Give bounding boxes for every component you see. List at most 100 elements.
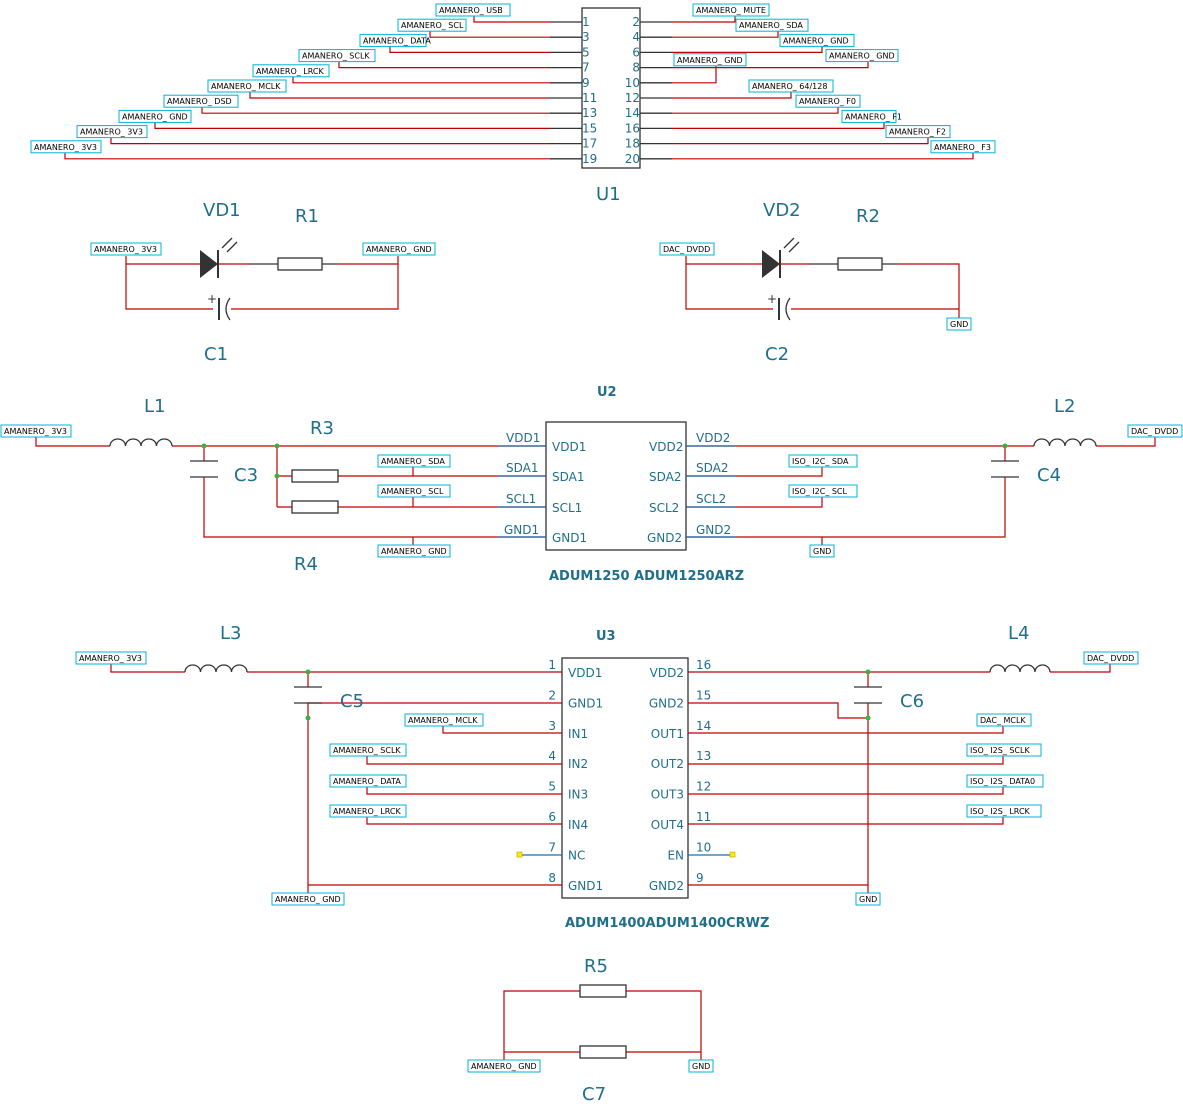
u1-right-wire: [672, 16, 736, 23]
u3-adum1400: U3 ADUM1400ADUM1400CRWZ VDD11VDD216GND12…: [75, 623, 1139, 931]
c5-ref: C5: [340, 691, 364, 712]
u3-left-pin-number: 7: [548, 840, 556, 854]
inductor-l2: [1033, 438, 1097, 447]
u1-right-net-label: AMANERO_ 64/128: [752, 82, 827, 91]
resistor-r5: [579, 984, 627, 998]
inductor-l4: [989, 664, 1051, 673]
u3-label-sclk: AMANERO_ SCLK: [333, 746, 401, 755]
u3-label-gnd2: GND: [859, 895, 877, 904]
c3-ref: C3: [234, 465, 258, 486]
u3-left-pin-name: NC: [568, 848, 585, 862]
u3-left-pin-name: IN4: [568, 818, 588, 832]
u2-label-sda: AMANERO_ SDA: [381, 457, 445, 466]
u1-left-net-label: AMANERO_ SCLK: [302, 52, 370, 61]
u1-right-wire: [672, 107, 839, 114]
u1-left-wire: [110, 137, 550, 145]
u3-label-iso-sclk: ISO_ I2S_ SCLK: [970, 746, 1030, 755]
u1-pin-number: 5: [582, 45, 590, 59]
u3-right-pin-number: 15: [696, 688, 711, 702]
u3-left-pin-number: 8: [548, 871, 556, 885]
u1-left-net-label: AMANERO_ GND: [122, 112, 188, 121]
u3-label-gnd: AMANERO_ GND: [275, 895, 341, 904]
led2-net-gnd: GND: [950, 320, 968, 329]
u1-right-net-label: AMANERO_ SDA: [739, 21, 803, 30]
u3-body: [561, 657, 689, 899]
bottom-label-amanero-gnd: AMANERO_ GND: [471, 1062, 537, 1071]
u3-right-pin-number: 9: [696, 871, 704, 885]
u1-left-wire: [292, 76, 550, 84]
u1-right-net-label: AMANERO_ F0: [799, 97, 856, 106]
u3-right-pin-name: OUT2: [651, 757, 684, 771]
led1-net-gnd: AMANERO_ GND: [366, 245, 432, 254]
u1-left-wire: [473, 16, 550, 23]
u3-right-pin-name: VDD2: [650, 666, 684, 680]
u2-net-scl2: SCL2: [696, 492, 726, 506]
u3-label-dac-mclk: DAC_ MCLK: [980, 716, 1026, 725]
u1-pin-number: 16: [625, 121, 640, 135]
led2-net-dvdd: DAC_ DVDD: [663, 245, 710, 254]
c2-ref: C2: [765, 344, 789, 365]
u1-left-net-label: AMANERO_ MCLK: [211, 82, 281, 91]
capacitor-c7: [579, 1045, 627, 1059]
u1-left-wire: [338, 61, 550, 69]
u1-pin-number: 8: [632, 61, 640, 75]
u3-left-pin-number: 5: [548, 780, 556, 794]
u1-right-wire: [672, 61, 869, 69]
u1-right-wire: [672, 31, 779, 38]
u2-part-number: ADUM1250 ADUM1250ARZ: [549, 569, 744, 584]
resistor-r3: [291, 469, 339, 483]
u2-adum1250: U2 ADUM1250 ADUM1250ARZ VDD1 SDA1 SCL1 G…: [0, 385, 1183, 584]
u3-right-pin-number: 12: [696, 780, 711, 794]
u1-left-net-label: AMANERO_ 3V3: [80, 128, 143, 137]
u3-left-pin-name: IN1: [568, 727, 588, 741]
u1-left-wire: [154, 122, 550, 129]
u3-label-3v3: AMANERO_ 3V3: [79, 654, 142, 663]
u3-left-pin-name: VDD1: [568, 666, 602, 680]
u2-label-iso-sda: ISO_ I2C_ SDA: [792, 457, 849, 466]
u1-right-net-label: AMANERO_ MUTE: [696, 6, 766, 15]
u3-label-dvdd: DAC_ DVDD: [1087, 654, 1134, 663]
u1-pin-number: 19: [582, 152, 597, 166]
resistor-r1: [277, 257, 323, 271]
r2-ref: R2: [856, 206, 880, 227]
u1-right-wire: [672, 137, 929, 145]
u1-pin-number: 3: [582, 30, 590, 44]
u2-net-vdd2: VDD2: [696, 431, 730, 445]
u1-pin-number: 13: [582, 106, 597, 120]
u2-label-dvdd: DAC_ DVDD: [1131, 427, 1178, 436]
u2-body: [545, 421, 687, 551]
u1-pin-number: 12: [625, 91, 640, 105]
u3-right-pin-number: 11: [696, 810, 711, 824]
u3-left-pin-number: 3: [548, 719, 556, 733]
u1-right-wire: [672, 152, 974, 160]
u1-left-wire: [201, 107, 550, 114]
u1-body: [581, 7, 641, 169]
u1-pin-number: 1: [582, 15, 590, 29]
l2-ref: L2: [1054, 396, 1075, 417]
u1-pin-number: 2: [632, 15, 640, 29]
u2-pin-gnd2: GND2: [647, 531, 682, 545]
c1-ref: C1: [204, 344, 228, 365]
u3-label-iso-lrck: ISO_ I2S_ LRCK: [970, 807, 1031, 816]
u2-net-vdd1: VDD1: [506, 431, 540, 445]
u1-wires: [64, 16, 974, 160]
u1-right-net-label: AMANERO_ GND: [677, 56, 743, 65]
u1-left-net-label: AMANERO_ DATA: [363, 36, 431, 45]
u3-right-pin-number: 13: [696, 749, 711, 763]
u3-left-pin-number: 2: [548, 688, 556, 702]
c6-ref: C6: [900, 691, 924, 712]
u3-pin-list: VDD11VDD216GND12GND215IN13OUT114IN24OUT2…: [548, 658, 711, 893]
u3-left-pin-name: GND1: [568, 879, 603, 893]
u2-pin-gnd1: GND1: [552, 531, 587, 545]
u2-label-scl: AMANERO_ SCL: [381, 487, 444, 496]
u1-left-wire: [249, 92, 550, 99]
u1-pin-number: 18: [625, 137, 640, 151]
u2-pin-vdd2: VDD2: [649, 440, 683, 454]
u3-left-pin-name: GND1: [568, 696, 603, 710]
u1-right-net-label: AMANERO_ GND: [783, 36, 849, 45]
u3-right-pin-number: 10: [696, 840, 711, 854]
u1-right-net-label: AMANERO_ F1: [845, 112, 902, 121]
u1-right-wire: [672, 65, 717, 84]
inductor-l1: [109, 438, 173, 447]
